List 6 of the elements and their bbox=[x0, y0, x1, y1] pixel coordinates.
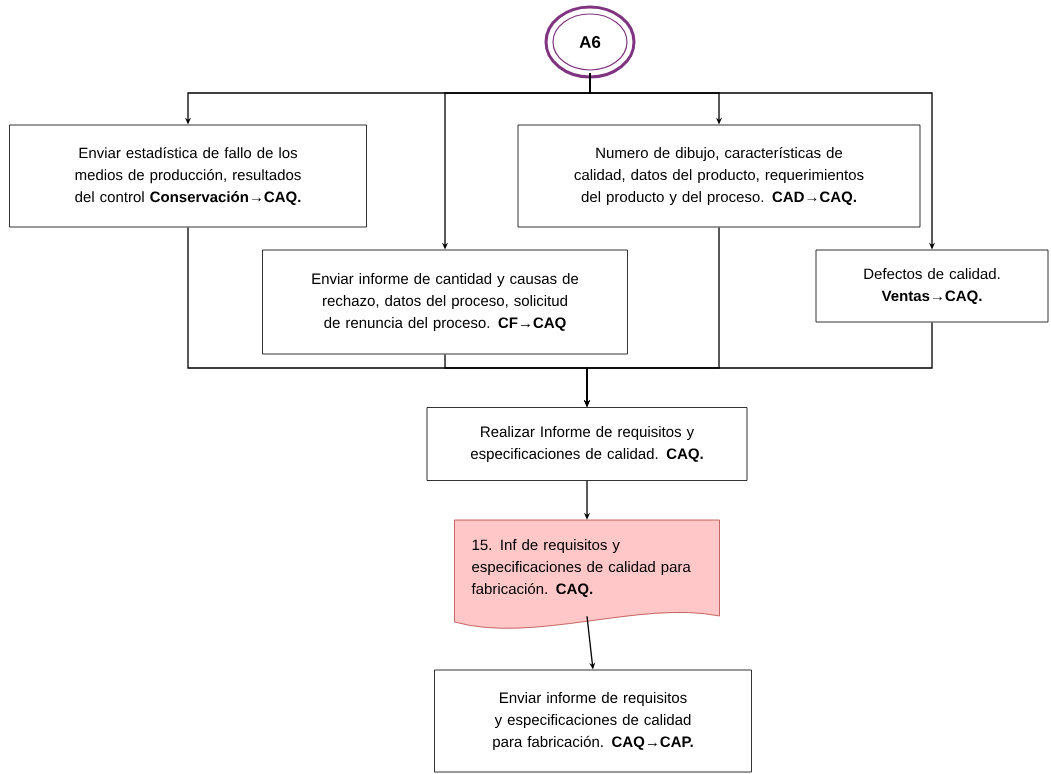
process-box: Enviar estadística de fallo de los medios de producción, resultados del control Conservación→CAQ. bbox=[9, 124, 367, 228]
process-box: Realizar Informe de requisitos y especificaciones de calidad. CAQ. bbox=[426, 407, 748, 481]
process-box: Numero de dibujo, características de calidad, datos del producto, requerimientos del producto y del proceso. CAD→CAQ. bbox=[517, 124, 921, 228]
process-box: Enviar informe de cantidad y causas de rechazo, datos del proceso, solicitud de renuncia del proceso. CF→CAQ bbox=[262, 249, 628, 355]
process-box: Defectos de calidad. Ventas→CAQ. bbox=[815, 249, 1049, 323]
process-box: Enviar informe de requisitos y especificaciones de calidad para fabricación. CAQ→CAP. bbox=[434, 669, 752, 773]
